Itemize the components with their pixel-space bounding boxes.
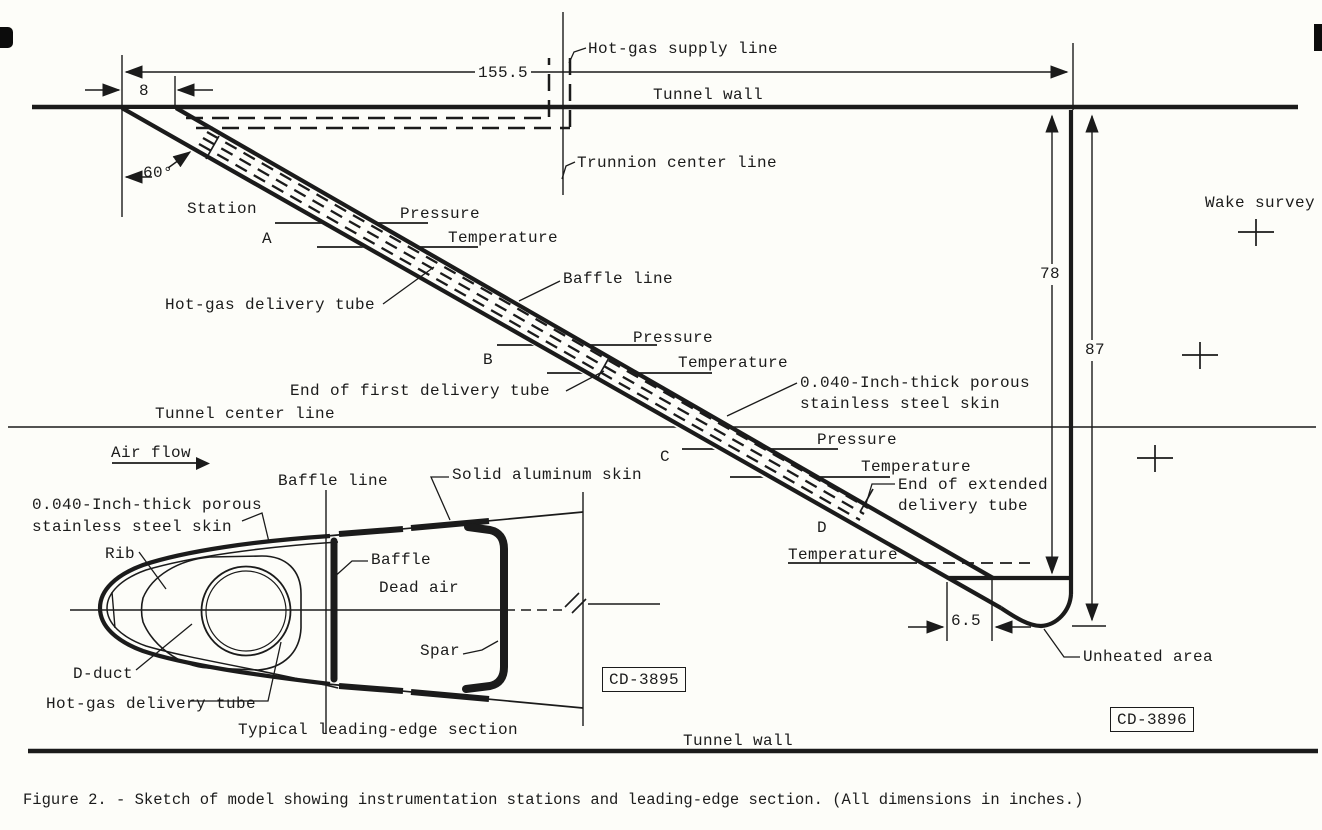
typical-leading-edge-section-label: Typical leading-edge section bbox=[238, 721, 519, 739]
station-a-id: A bbox=[262, 230, 273, 248]
hot-gas-supply-line-dashes bbox=[186, 58, 572, 130]
end-of-first-delivery-tube-label: End of first delivery tube bbox=[290, 382, 551, 400]
dim-height-78: 78 bbox=[1037, 264, 1064, 285]
station-a-temperature-label: Temperature bbox=[448, 229, 559, 247]
d-duct-label: D-duct bbox=[73, 665, 134, 683]
station-c-temperature-label: Temperature bbox=[861, 458, 972, 476]
tunnel-center-line-label: Tunnel center line bbox=[155, 405, 336, 423]
leader-lines bbox=[382, 47, 1080, 658]
wing-band-fill bbox=[122, 109, 996, 581]
spar-label: Spar bbox=[420, 642, 461, 660]
scan-artifact-right bbox=[1314, 24, 1322, 51]
dim-height-87: 87 bbox=[1082, 340, 1109, 361]
solid-aluminum-skin-label: Solid aluminum skin bbox=[452, 466, 643, 484]
end-of-extended-delivery-tube-label: End of extended delivery tube bbox=[898, 476, 1049, 515]
figure-code-cd-3896: CD-3896 bbox=[1110, 707, 1194, 732]
wake-survey-crosses bbox=[1137, 219, 1274, 472]
station-d-id: D bbox=[817, 519, 828, 537]
station-header-label: Station bbox=[187, 200, 258, 218]
baffle-label: Baffle bbox=[371, 551, 432, 569]
hot-gas-supply-line-label: Hot-gas supply line bbox=[588, 40, 779, 58]
station-c-id: C bbox=[660, 448, 671, 466]
figure-code-cd-3895: CD-3895 bbox=[602, 667, 686, 692]
baffle-line-section-label: Baffle line bbox=[278, 472, 389, 490]
wing-outline bbox=[120, 106, 1074, 629]
porous-skin-main-label: 0.040-Inch-thick porous stainless steel … bbox=[800, 374, 1031, 413]
unheated-area-label: Unheated area bbox=[1083, 648, 1214, 666]
trunnion-center-line-label: Trunnion center line bbox=[577, 154, 778, 172]
leading-edge-section bbox=[70, 457, 660, 734]
baffle-line-label: Baffle line bbox=[563, 270, 674, 288]
station-b-temperature-label: Temperature bbox=[678, 354, 789, 372]
figure-caption: Figure 2. - Sketch of model showing inst… bbox=[23, 791, 1084, 809]
station-b-pressure-label: Pressure bbox=[633, 329, 714, 347]
porous-skin-section-label: 0.040-Inch-thick porous stainless steel … bbox=[32, 496, 263, 536]
station-b-id: B bbox=[483, 351, 494, 369]
tunnel-wall-top-label: Tunnel wall bbox=[653, 86, 764, 104]
hot-gas-delivery-tube-section-label: Hot-gas delivery tube bbox=[46, 695, 257, 713]
dimension-lines bbox=[85, 43, 1106, 641]
dead-air-label: Dead air bbox=[379, 579, 460, 597]
station-a-pressure-label: Pressure bbox=[400, 205, 481, 223]
wake-survey-label: Wake survey bbox=[1205, 194, 1316, 212]
scan-artifact-left bbox=[0, 27, 13, 48]
air-flow-label: Air flow bbox=[111, 444, 192, 462]
tunnel-wall-bottom-label: Tunnel wall bbox=[683, 732, 794, 750]
dim-tip-width: 6.5 bbox=[948, 611, 985, 632]
station-c-pressure-label: Pressure bbox=[817, 431, 898, 449]
rib-label: Rib bbox=[105, 545, 136, 563]
dim-root-offset: 8 bbox=[136, 81, 153, 102]
air-flow-arrowhead bbox=[196, 457, 210, 470]
dim-overall-length: 155.5 bbox=[475, 63, 532, 84]
dim-sweep-angle: 60° bbox=[143, 164, 174, 182]
station-d-temperature-label: Temperature bbox=[788, 546, 899, 564]
hot-gas-delivery-tube-label: Hot-gas delivery tube bbox=[165, 296, 376, 314]
